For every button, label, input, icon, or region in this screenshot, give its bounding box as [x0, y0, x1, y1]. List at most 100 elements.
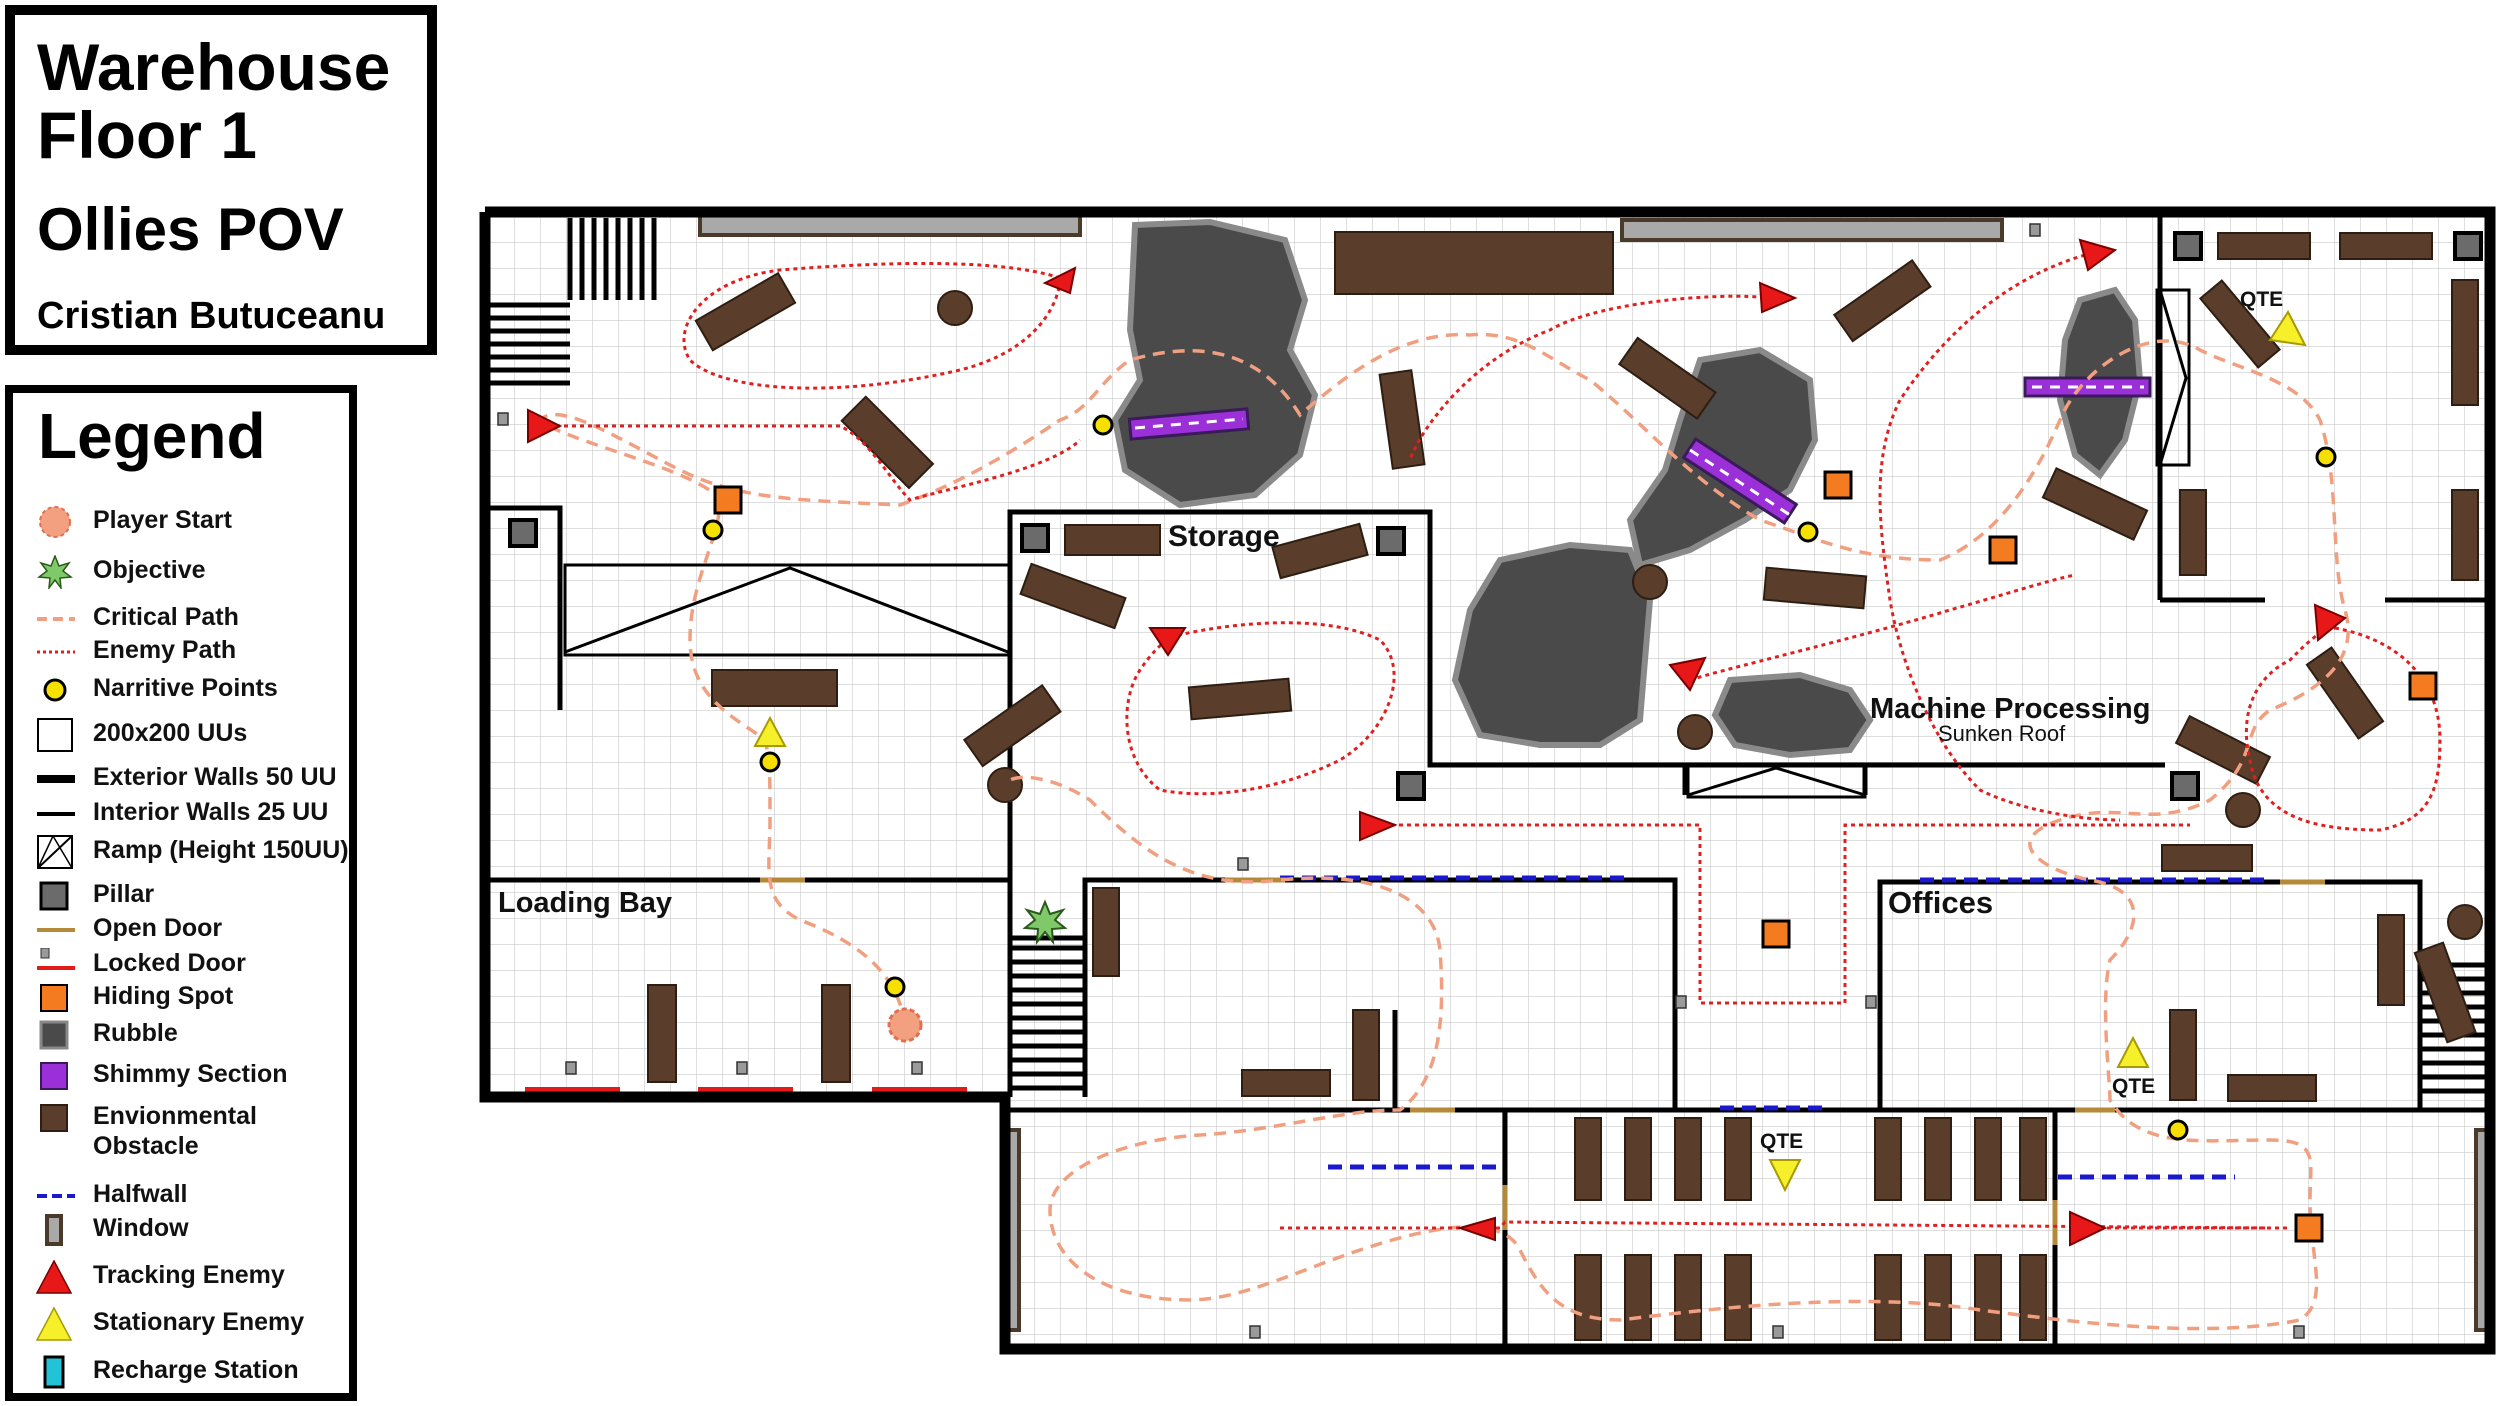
author-label: Cristian Butuceanu — [37, 295, 386, 337]
legend-item-hiding-spot: Hiding Spot — [13, 979, 353, 1015]
narrative-points — [702, 414, 2337, 1141]
stairs-top-left — [490, 218, 657, 386]
window-top-2 — [1620, 218, 2004, 242]
legend-item-locked-door: Locked Door — [13, 946, 353, 982]
rubble-bottom — [1711, 671, 1874, 759]
legend-label: Narritive Points — [93, 674, 278, 702]
pillar-icon — [39, 881, 69, 911]
objective-icon — [36, 555, 74, 589]
legend-item-exterior-wall: Exterior Walls 50 UU — [13, 760, 353, 796]
pov-label: Ollies POV — [37, 196, 344, 263]
ramp-right — [1686, 763, 1867, 799]
critical-path — [537, 332, 2350, 1331]
legend-label: Objective — [93, 556, 206, 584]
legend-item-shimmy-section: Shimmy Section — [13, 1057, 353, 1093]
legend-label: Ramp (Height 150UU) — [93, 836, 349, 864]
legend-item-critical-path: Critical Path — [13, 600, 353, 636]
legend-item-environmental-obstacle: Envionmental Obstacle — [13, 1099, 353, 1160]
halfwall-icon — [37, 1194, 75, 1198]
legend-label: Hiding Spot — [93, 982, 234, 1010]
recharge-station-icon — [43, 1355, 65, 1389]
legend-label: Open Door — [93, 914, 223, 942]
qte-label-corridor: QTE — [1760, 1130, 1803, 1153]
legend-item-tracking-enemy: Tracking Enemy — [13, 1258, 353, 1294]
tracking-enemy-icon — [35, 1260, 73, 1294]
title-line-1: Warehouse — [37, 30, 391, 104]
legend-label: Pillar — [93, 880, 155, 908]
legend-item-objective: Objective — [13, 553, 353, 589]
critical-path-icon — [37, 617, 75, 621]
halfwalls — [1280, 875, 2270, 1180]
legend-label: Player Start — [93, 506, 232, 534]
legend-label: Locked Door — [93, 949, 246, 977]
legend-label: Critical Path — [93, 603, 239, 631]
round-obstacles — [937, 290, 2483, 940]
enemy-paths — [540, 253, 2442, 1230]
legend-label: 200x200 UUs — [93, 719, 248, 747]
legend-item-stationary-enemy: Stationary Enemy — [13, 1305, 353, 1341]
legend-label: Enemy Path — [93, 636, 237, 664]
rubble-top — [1111, 218, 1319, 509]
legend-label: Interior Walls 25 UU — [93, 798, 329, 826]
qte-label-top-right: QTE — [2240, 288, 2283, 311]
legend-label: Stationary Enemy — [93, 1308, 305, 1336]
room-label-offices: Offices — [1888, 885, 1993, 920]
exterior-walls — [479, 206, 2496, 1355]
stationary-enemies — [753, 310, 2307, 1193]
room-label-machine-processing: Machine Processing — [1870, 693, 2150, 725]
legend-item-pillar: Pillar — [13, 877, 353, 913]
window-icon — [45, 1214, 63, 1246]
legend-label: Shimmy Section — [93, 1060, 288, 1088]
legend-heading: Legend — [38, 400, 266, 472]
open-door-icon — [37, 928, 75, 932]
hiding-spots — [713, 470, 2438, 1243]
legend-item-grid-cell: 200x200 UUs — [13, 716, 353, 752]
legend-item-window: Window — [13, 1211, 353, 1247]
pillars — [508, 231, 2483, 801]
player-start — [887, 1007, 923, 1043]
legend-label: Recharge Station — [93, 1356, 299, 1384]
legend-item-player-start: Player Start — [13, 503, 353, 539]
room-label-storage: Storage — [1168, 520, 1280, 553]
environmental-obstacles — [647, 231, 2479, 1341]
shimmy-section-icon — [40, 1062, 68, 1090]
qte-label-offices: QTE — [2112, 1075, 2155, 1098]
legend-label: Window — [93, 1214, 189, 1242]
grid-cell-icon — [37, 718, 73, 752]
legend-label: Rubble — [93, 1019, 178, 1047]
legend-label: Tracking Enemy — [93, 1261, 285, 1289]
legend-item-rubble: Rubble — [13, 1016, 353, 1052]
stairs-bottom-left — [1012, 945, 1083, 1091]
player-start-icon — [39, 506, 71, 538]
environmental-obstacle-icon — [40, 1104, 68, 1132]
objective — [1022, 899, 1068, 946]
legend-item-narrative-point: Narritive Points — [13, 671, 353, 707]
room-label-sunken-roof: Sunken Roof — [1938, 721, 2066, 746]
exterior-wall-icon — [37, 775, 75, 783]
window-top-1 — [698, 213, 1082, 237]
stationary-enemy-icon — [35, 1307, 73, 1341]
legend-item-recharge-station: Recharge Station — [13, 1353, 353, 1389]
rubble-icon — [39, 1020, 69, 1050]
title-line-2: Floor 1 — [37, 98, 258, 172]
title-box: Warehouse Floor 1 Ollies POV Cristian Bu… — [5, 5, 437, 355]
legend-item-ramp: Ramp (Height 150UU) — [13, 833, 353, 869]
tracking-enemies — [527, 238, 2347, 1247]
room-label-loading-bay: Loading Bay — [498, 887, 672, 919]
narrative-point-icon — [43, 678, 67, 702]
legend-item-open-door: Open Door — [13, 911, 353, 947]
legend-item-halfwall: Halfwall — [13, 1177, 353, 1213]
lock-icons — [497, 223, 2305, 1339]
interior-wall-icon — [37, 812, 75, 816]
legend-label: Envionmental Obstacle — [93, 1102, 257, 1160]
legend-item-interior-wall: Interior Walls 25 UU — [13, 795, 353, 831]
ramp-left — [563, 563, 1012, 657]
ramp-icon — [37, 835, 73, 869]
hiding-spot-icon — [40, 984, 68, 1012]
legend-label: Exterior Walls 50 UU — [93, 763, 337, 791]
legend-label: Halfwall — [93, 1180, 188, 1208]
rubble-center-left — [1451, 541, 1654, 748]
locked-door-icon — [37, 948, 75, 970]
